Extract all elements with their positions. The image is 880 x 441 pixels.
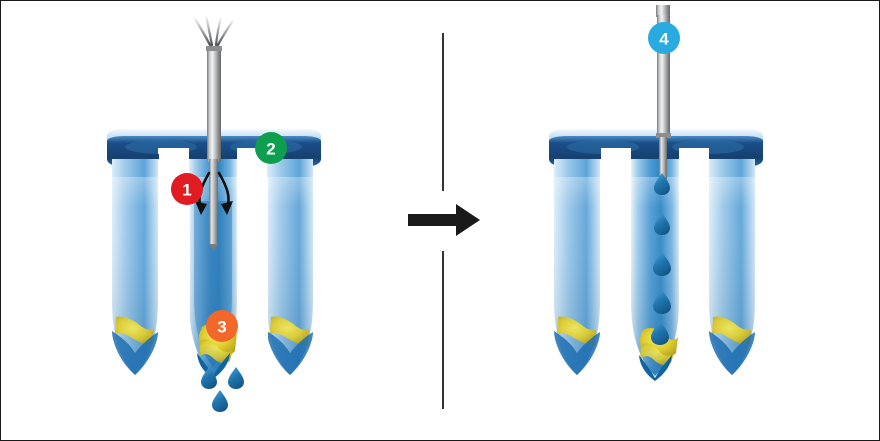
tube-left-r-top xyxy=(554,159,600,177)
needle-tip-shaft xyxy=(659,137,667,179)
droplet-group-right-panel xyxy=(651,173,671,345)
droplet-group-left-panel xyxy=(201,367,244,412)
process-arrow xyxy=(408,204,480,236)
process-arrow-head xyxy=(456,204,480,236)
tube-left-tip-liquid xyxy=(112,331,158,375)
cap-gap-a xyxy=(158,148,160,154)
probe-wire-2 xyxy=(204,13,214,47)
probe-shaft xyxy=(207,46,221,159)
process-arrow-shaft xyxy=(408,214,462,226)
badge-1-label: 1 xyxy=(182,181,191,200)
badge-1[interactable]: 1 xyxy=(171,173,203,205)
droplet xyxy=(201,367,217,389)
precipitate-center-r-lower xyxy=(640,343,674,366)
needle-top-collar xyxy=(656,5,670,17)
probe-assembly xyxy=(192,13,236,249)
mixing-arrow-right-head xyxy=(221,201,233,215)
droplet xyxy=(653,290,671,314)
left-panel: 1 2 3 xyxy=(107,13,321,412)
droplet xyxy=(651,321,669,345)
badge-1-circle xyxy=(171,173,203,205)
tube-right-r-top xyxy=(709,159,755,177)
cap-notch-right xyxy=(237,148,267,159)
precipitate-right xyxy=(270,316,309,346)
badge-2-label: 2 xyxy=(266,140,275,159)
precipitate-center-lower xyxy=(199,339,233,364)
badge-3[interactable]: 3 xyxy=(206,310,238,342)
probe-wire-4 xyxy=(216,17,236,47)
tube-right-top xyxy=(267,159,313,177)
tube-right xyxy=(267,151,313,375)
badge-4-label: 4 xyxy=(659,30,669,49)
droplet xyxy=(653,252,671,276)
badge-4[interactable]: 4 xyxy=(648,22,680,54)
badge-4-circle xyxy=(648,22,680,54)
tube-right-tip-liquid xyxy=(267,331,313,375)
cap-notch-r-right xyxy=(679,148,709,159)
probe-wire-1 xyxy=(192,15,212,47)
needle-collar xyxy=(656,133,671,138)
tube-left-r xyxy=(554,151,600,375)
droplet xyxy=(654,213,670,235)
droplet xyxy=(654,173,670,195)
badge-3-label: 3 xyxy=(217,318,226,337)
precipitate-right-r xyxy=(712,316,751,346)
probe-wire-3 xyxy=(214,15,223,47)
probe-collar xyxy=(206,46,222,51)
precipitate-left-r xyxy=(557,316,596,346)
droplet xyxy=(228,367,244,389)
cap-notch-r-left xyxy=(601,148,631,159)
tube-left-top xyxy=(112,159,158,177)
droplet xyxy=(212,390,228,412)
tube-center-r-tip xyxy=(639,355,672,381)
badge-2-circle xyxy=(255,132,287,164)
tube-left xyxy=(112,151,158,375)
right-panel: 4 xyxy=(549,5,763,381)
tube-gap-right xyxy=(237,159,268,379)
tube-center-r-top xyxy=(631,159,679,177)
tube-right-r xyxy=(709,151,755,375)
tube-left-r-tip xyxy=(554,331,600,375)
probe-needle-tip xyxy=(209,244,218,249)
tube-gap-r-right xyxy=(679,159,709,379)
mixing-arrow-left-head xyxy=(195,201,207,215)
tube-center-tip xyxy=(197,353,230,379)
badge-2[interactable]: 2 xyxy=(255,132,287,164)
cap-notch-left xyxy=(159,148,189,159)
tube-right-r-tip xyxy=(709,331,755,375)
panel-separator xyxy=(408,33,480,409)
tube-gap-r-left xyxy=(600,159,631,379)
precipitate-left xyxy=(115,316,154,346)
probe-needle xyxy=(209,159,218,244)
badge-3-circle xyxy=(206,310,238,342)
